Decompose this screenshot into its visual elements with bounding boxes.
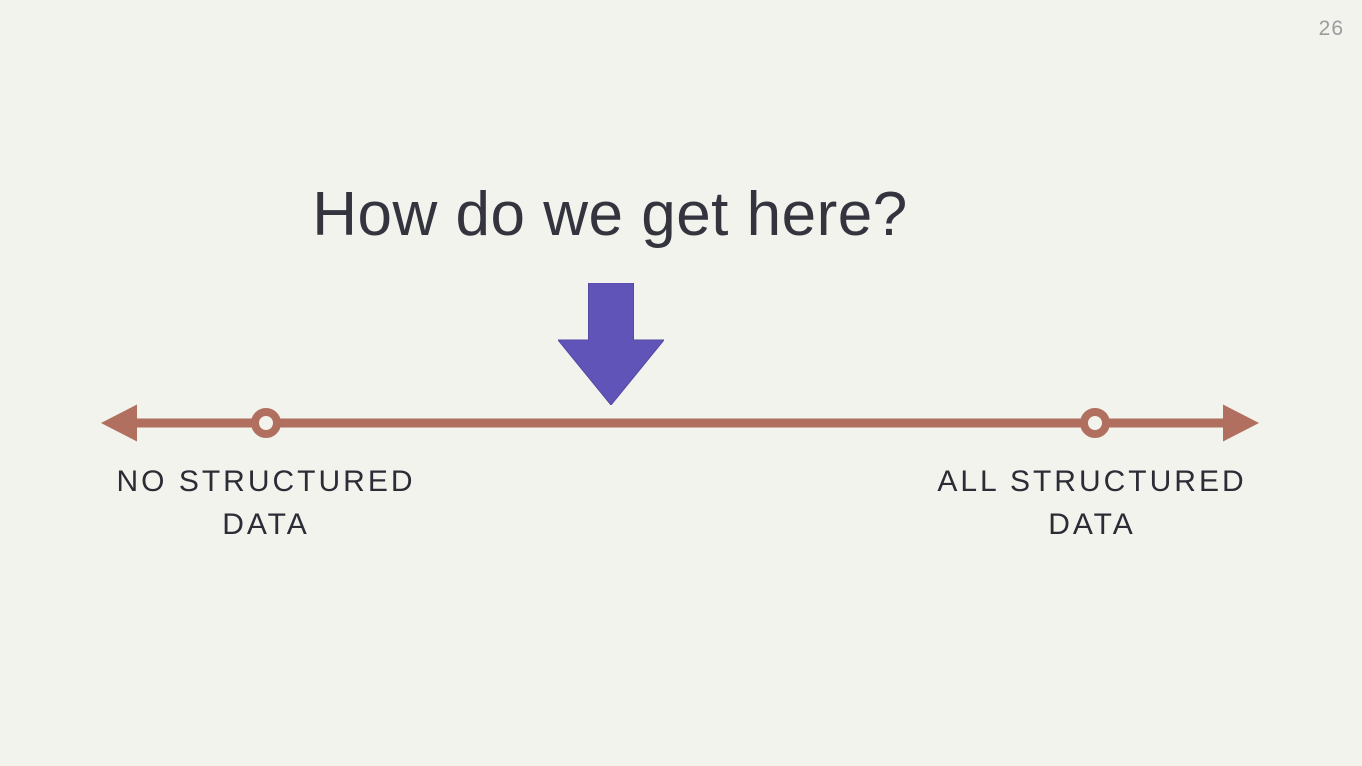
axis-label-right: ALL STRUCTURED DATA bbox=[937, 465, 1247, 541]
axis-right-arrowhead-icon bbox=[1223, 404, 1259, 442]
axis-right-endpoint-marker bbox=[1080, 408, 1110, 438]
axis-left-arrowhead-icon bbox=[101, 404, 137, 442]
spectrum-axis bbox=[101, 404, 1259, 442]
page-number: 26 bbox=[1318, 17, 1344, 40]
down-arrow-shape bbox=[558, 283, 664, 405]
axis-label-left: NO STRUCTURED DATA bbox=[116, 465, 416, 541]
down-arrow-icon bbox=[558, 283, 664, 405]
axis-left-endpoint-marker bbox=[251, 408, 281, 438]
slide-title: How do we get here? bbox=[312, 180, 908, 249]
axis-line bbox=[125, 418, 1230, 428]
